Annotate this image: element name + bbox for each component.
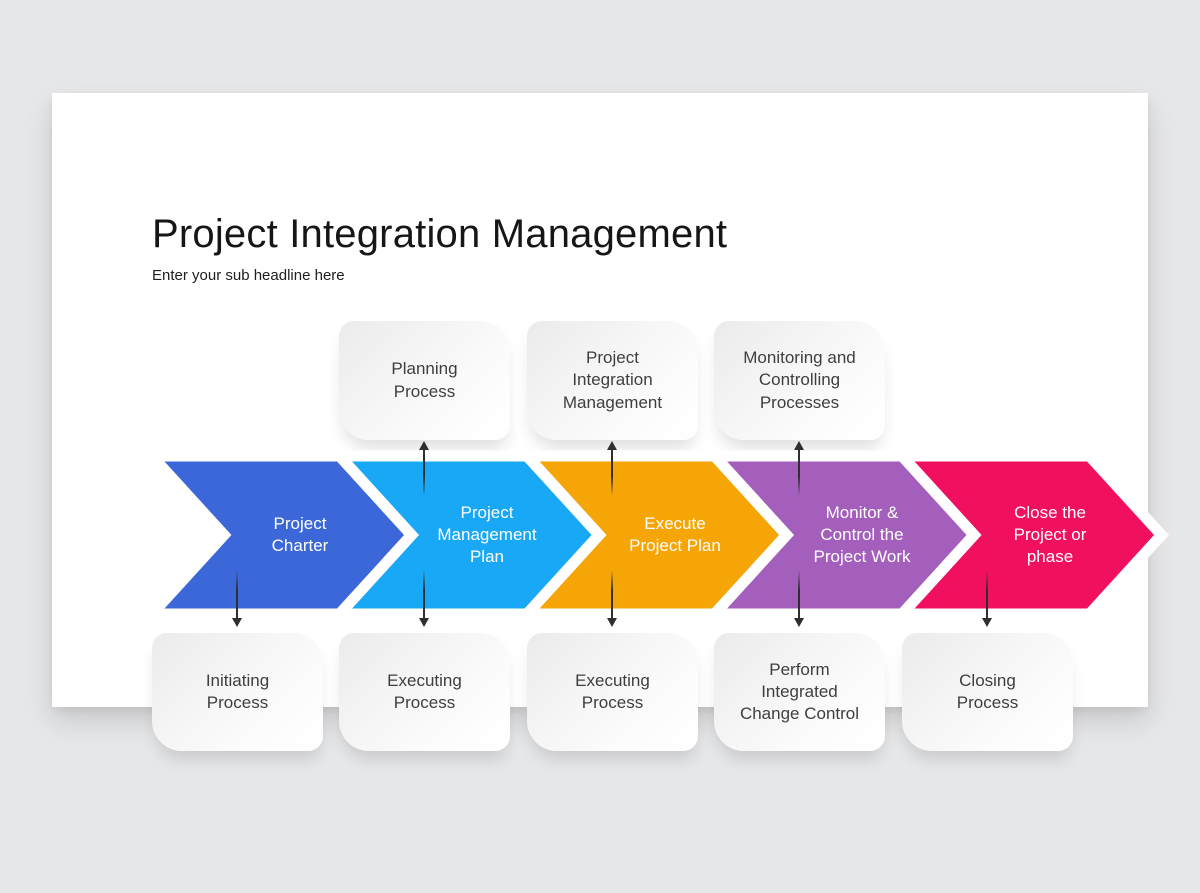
arrowhead-up-icon — [794, 441, 804, 450]
top-box-label: Monitoring and Controlling Processes — [743, 348, 856, 412]
page-background: Project Integration Management Enter you… — [52, 93, 1169, 751]
chevron-label-project-management-plan: Project Management Plan — [437, 502, 537, 567]
arrowhead-up-icon — [607, 441, 617, 450]
top-box-monitoring-controlling-processes: Monitoring and Controlling Processes — [714, 321, 885, 440]
chevron-label-monitor-control: Monitor & Control the Project Work — [813, 502, 911, 567]
connector-arrow-up — [607, 441, 617, 495]
bottom-box-closing-process: Closing Process — [902, 633, 1073, 751]
arrowhead-down-icon — [419, 618, 429, 627]
top-box-planning-process: Planning Process — [339, 321, 510, 440]
chevron-label-execute-project-plan: Execute Project Plan — [629, 513, 721, 555]
page-title: Project Integration Management — [152, 212, 728, 256]
arrowhead-down-icon — [794, 618, 804, 627]
connector-arrow-down — [419, 571, 429, 627]
connector-arrow-up — [794, 441, 804, 495]
bottom-box-label: Perform Integrated Change Control — [739, 659, 860, 724]
chevron-label-close-the-project: Close the Project or phase — [1013, 502, 1087, 567]
arrowhead-down-icon — [982, 618, 992, 627]
bottom-box-label: Closing Process — [956, 670, 1019, 712]
bottom-box-executing-process-1: Executing Process — [339, 633, 510, 751]
slide-card: Project Integration Management Enter you… — [52, 93, 1169, 751]
page-subtitle: Enter your sub headline here — [152, 267, 345, 284]
bottom-box-initiating-process: Initiating Process — [152, 633, 323, 751]
arrowhead-down-icon — [607, 618, 617, 627]
bottom-box-executing-process-2: Executing Process — [527, 633, 698, 751]
chevron-label-project-charter: Project Charter — [271, 513, 329, 555]
connector-arrow-down — [982, 571, 992, 627]
top-box-label: Project Integration Management — [562, 348, 663, 412]
bottom-box-perform-integrated-change-control: Perform Integrated Change Control — [714, 633, 885, 751]
top-box-project-integration-management: Project Integration Management — [527, 321, 698, 440]
top-box-label: Planning Process — [391, 359, 458, 401]
connector-arrow-down — [794, 571, 804, 627]
arrowhead-down-icon — [232, 618, 242, 627]
bottom-box-label: Initiating Process — [205, 670, 270, 712]
bottom-box-label: Executing Process — [387, 670, 462, 712]
bottom-box-label: Executing Process — [575, 670, 650, 712]
connector-arrow-down — [607, 571, 617, 627]
arrowhead-up-icon — [419, 441, 429, 450]
connector-arrow-up — [419, 441, 429, 495]
connector-arrow-down — [232, 571, 242, 627]
